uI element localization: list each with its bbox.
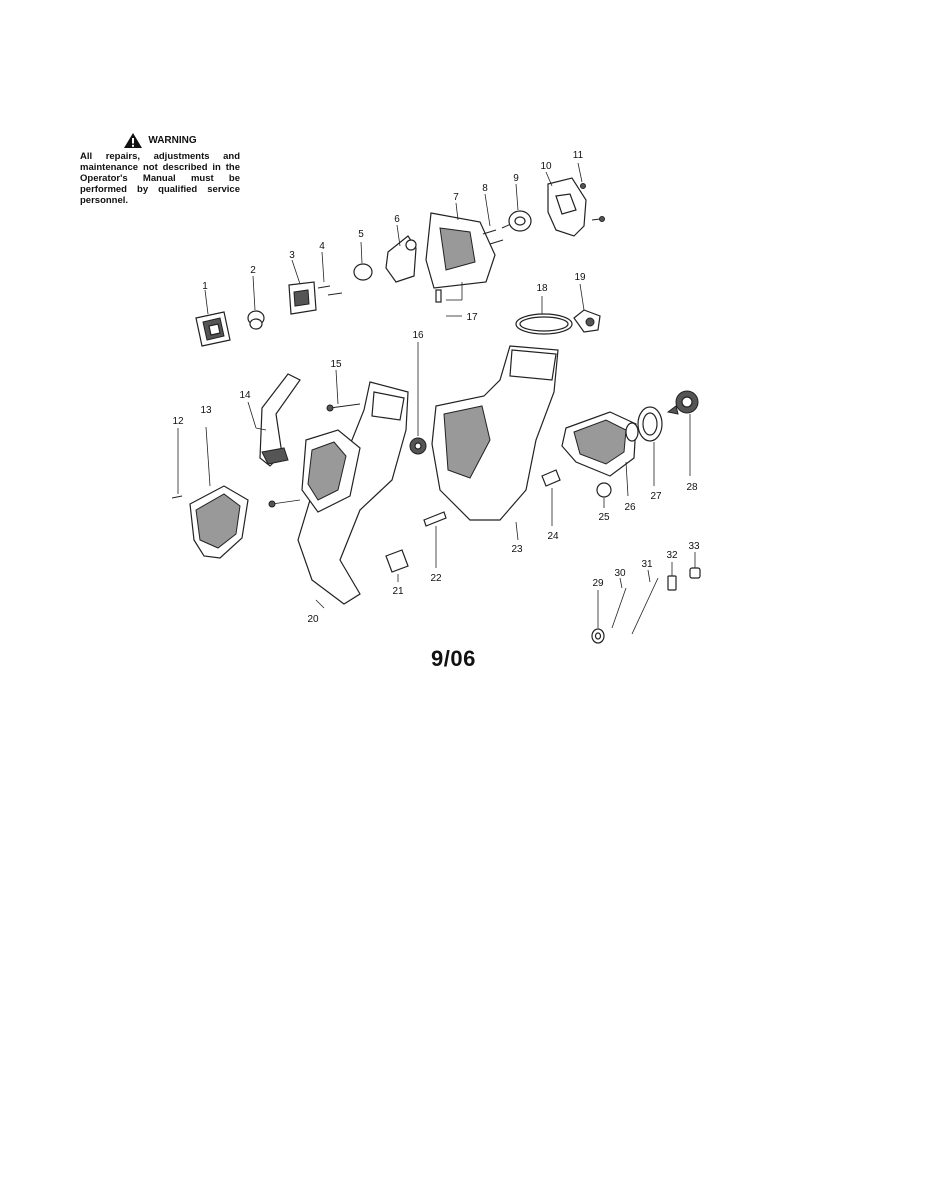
part-label-16: 16 (412, 330, 424, 341)
part-label-1: 1 (202, 281, 208, 292)
part-label-19: 19 (574, 272, 586, 283)
part-3-block (288, 259, 317, 315)
part-24-clip (541, 469, 561, 526)
part-label-24: 24 (547, 531, 559, 542)
part-28-bearing (666, 390, 699, 476)
date-code: 9/06 (431, 646, 476, 671)
part-13-grille-cover (189, 426, 249, 559)
part-label-28: 28 (686, 482, 698, 493)
warning-text: All repairs, adjustments and maintenance… (80, 151, 240, 206)
part-26-impeller-housing (561, 411, 639, 497)
warning-notice: WARNING All repairs, adjustments and mai… (80, 132, 240, 206)
part-label-18: 18 (536, 283, 548, 294)
warning-title: WARNING (148, 135, 197, 146)
part-label-10: 10 (540, 161, 552, 172)
part-9-washer (508, 183, 532, 232)
part-7-cover-plate (425, 202, 496, 289)
part-label-30: 30 (614, 568, 626, 579)
part-label-12: 12 (172, 416, 184, 427)
part-label-22: 22 (430, 573, 442, 584)
part-label-27: 27 (650, 491, 662, 502)
part-label-6: 6 (394, 214, 400, 225)
part-label-11: 11 (573, 150, 584, 161)
part-label-23: 23 (511, 544, 523, 555)
part-4-screws (317, 251, 343, 296)
part-label-29: 29 (592, 578, 604, 589)
part-label-14: 14 (239, 390, 251, 401)
part-31-tube (631, 569, 659, 635)
part-label-8: 8 (482, 183, 488, 194)
part-1-gasket (195, 289, 231, 347)
part-label-17: 17 (466, 312, 478, 323)
part-label-3: 3 (289, 250, 295, 261)
part-5-cap (353, 241, 373, 281)
part-16-gear (409, 342, 427, 455)
part-22-pin (423, 511, 447, 568)
part-label-21: 21 (392, 586, 404, 597)
part-20-left-housing (268, 381, 409, 609)
part-number-labels: 1 2 3 4 5 6 7 8 9 10 11 12 13 14 15 16 1… (172, 150, 700, 625)
part-label-4: 4 (319, 241, 325, 252)
part-6-bracket (385, 224, 417, 283)
part-2-grommet (247, 275, 265, 330)
part-12-screw (171, 428, 183, 499)
part-32-filter (667, 562, 677, 591)
part-25-plug (596, 482, 612, 508)
part-15-screw (326, 369, 361, 412)
warning-triangle-icon (124, 133, 143, 148)
warning-heading: WARNING (80, 132, 240, 149)
part-21-clip (385, 549, 409, 582)
part-11-screws (577, 162, 605, 222)
part-label-5: 5 (358, 229, 364, 240)
part-33-nut (689, 552, 701, 579)
part-17-pin (435, 282, 463, 317)
part-label-20: 20 (307, 614, 319, 625)
part-label-26: 26 (624, 502, 636, 513)
part-18-clamp-band (515, 296, 573, 335)
part-14-handle (247, 373, 301, 467)
part-label-31: 31 (641, 559, 653, 570)
part-label-33: 33 (688, 541, 700, 552)
part-19-knob (573, 283, 601, 333)
part-27-ring (637, 406, 663, 486)
part-label-32: 32 (666, 550, 678, 561)
part-23-right-housing (431, 345, 559, 541)
part-label-7: 7 (453, 192, 459, 203)
part-label-15: 15 (330, 359, 342, 370)
part-label-2: 2 (250, 265, 256, 276)
part-label-25: 25 (598, 512, 610, 523)
part-29-washer (591, 590, 605, 644)
part-label-13: 13 (200, 405, 212, 416)
part-30-tube (611, 577, 627, 629)
part-label-9: 9 (513, 173, 519, 184)
part-10-bracket-plate (545, 171, 587, 237)
